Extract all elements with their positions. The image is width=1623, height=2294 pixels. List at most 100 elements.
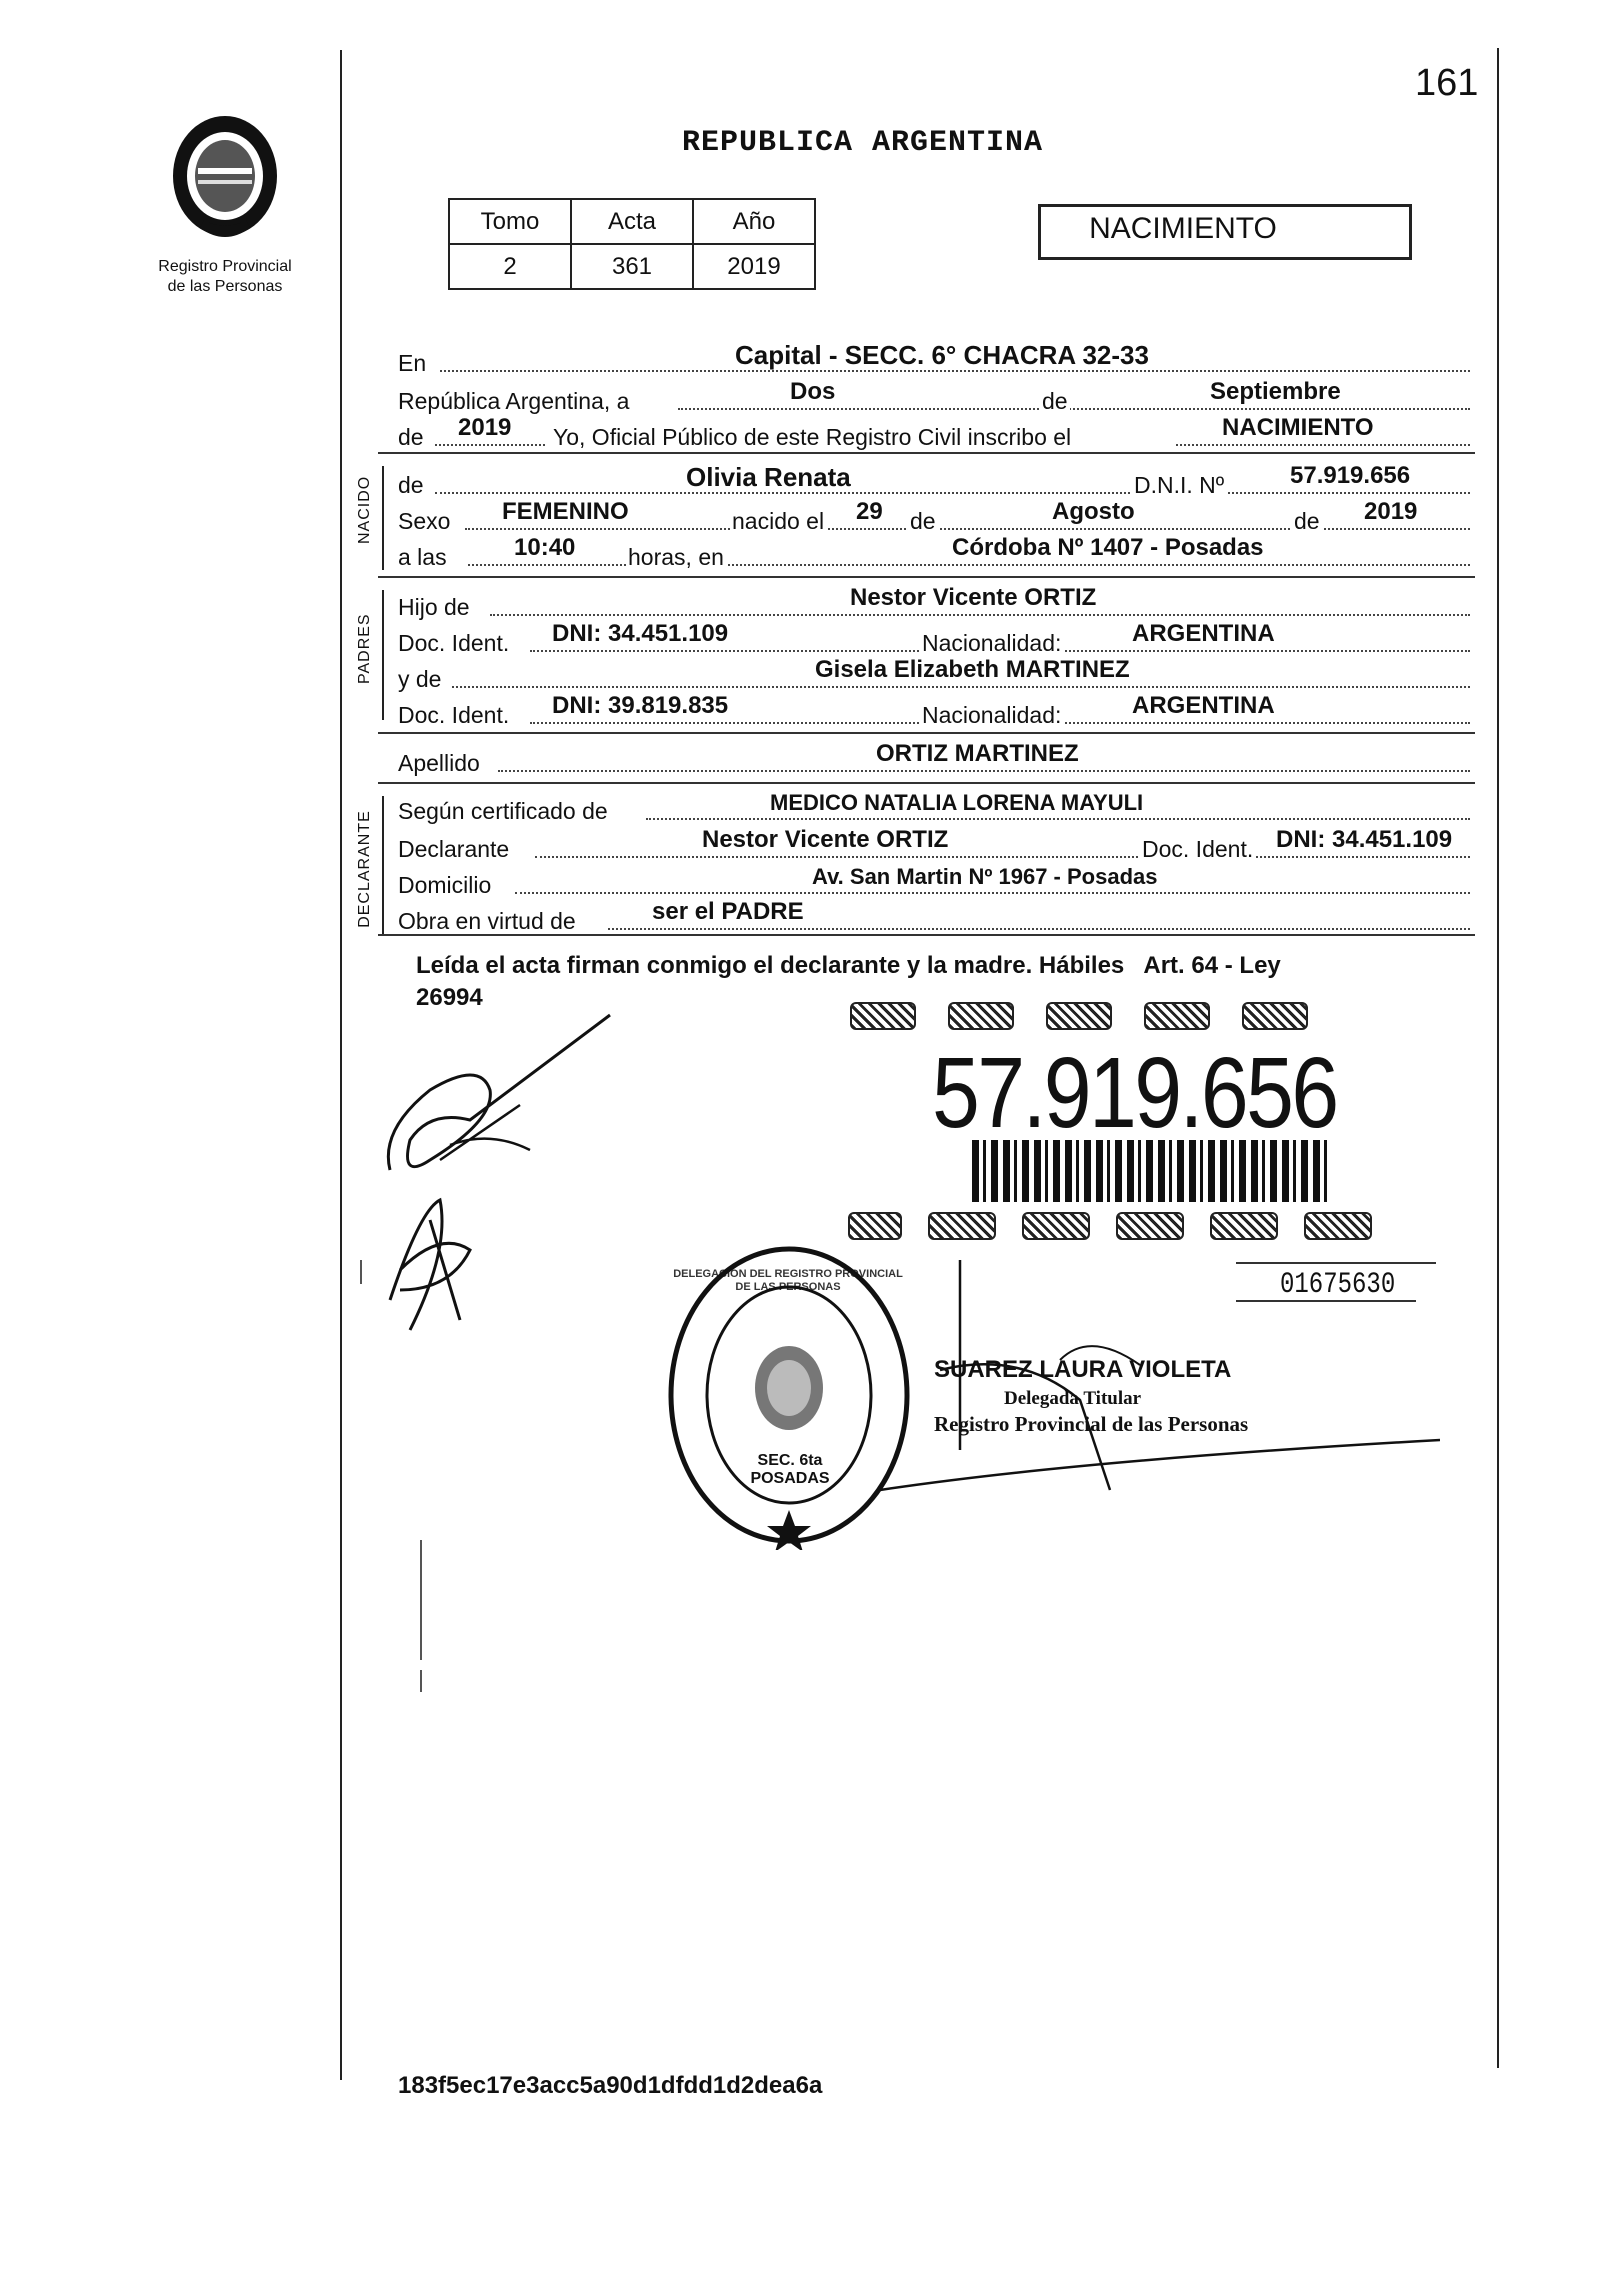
republica-label: República Argentina, a xyxy=(398,388,630,414)
nacido-bracket xyxy=(382,466,384,570)
padre-nac-value: ARGENTINA xyxy=(1132,620,1275,647)
security-stamp xyxy=(1242,1002,1308,1030)
security-stamp xyxy=(1210,1212,1278,1240)
hora-dots xyxy=(468,564,1470,566)
declarant-signature-icon xyxy=(386,1013,611,1171)
padres-bracket xyxy=(382,590,384,720)
madre-value: Gisela Elizabeth MARTINEZ xyxy=(815,656,1130,683)
seal-inner-text: SEC. 6ta POSADAS xyxy=(750,1452,830,1487)
apellido-separator xyxy=(378,782,1475,784)
oficial-text: Yo, Oficial Público de este Registro Civ… xyxy=(553,424,1072,450)
page-number: 161 xyxy=(1415,62,1479,104)
record-type-box xyxy=(1038,204,1412,260)
serial-underline xyxy=(1236,1262,1436,1264)
serial-bracket xyxy=(1236,1300,1416,1302)
hora-label: a las xyxy=(398,544,447,570)
apellido-value: ORTIZ MARTINEZ xyxy=(876,740,1079,767)
declarante-bracket xyxy=(382,796,384,936)
value-anio: 2019 xyxy=(692,243,816,290)
scan-mark xyxy=(420,1540,422,1660)
header-anio: Año xyxy=(692,198,816,245)
padres-separator xyxy=(378,732,1475,734)
closing-text-2: 26994 xyxy=(416,984,483,1011)
inscribo-value: NACIMIENTO xyxy=(1222,414,1374,441)
madre-nac-label: Nacionalidad: xyxy=(920,702,1064,729)
header-separator xyxy=(378,452,1475,454)
left-margin-line xyxy=(340,50,342,2080)
declarante-section-label: DECLARANTE xyxy=(356,810,373,928)
security-stamp xyxy=(1046,1002,1112,1030)
value-tomo: 2 xyxy=(448,243,572,290)
segun-label: Según certificado de xyxy=(398,798,608,824)
security-stamps-top xyxy=(850,1002,1308,1030)
dni-big-number: 57.919.656 xyxy=(932,1037,1339,1149)
padre-value: Nestor Vicente ORTIZ xyxy=(850,584,1097,611)
security-stamp xyxy=(848,1212,902,1240)
nacido-el-label: nacido el xyxy=(730,508,827,535)
apellido-label: Apellido xyxy=(398,750,480,776)
madre-doc-label: Doc. Ident. xyxy=(398,702,510,728)
declarante-value: Nestor Vicente ORTIZ xyxy=(702,826,949,853)
value-acta: 361 xyxy=(570,243,694,290)
official-signature-icon xyxy=(880,1260,1440,1492)
country-title: REPUBLICA ARGENTINA xyxy=(682,126,1044,160)
declarante-doc-value: DNI: 34.451.109 xyxy=(1276,826,1453,853)
barcode xyxy=(972,1140,1332,1202)
dni-label: D.N.I. Nº xyxy=(1132,472,1227,499)
obra-dots xyxy=(608,928,1470,930)
padre-nac-label: Nacionalidad: xyxy=(920,630,1064,657)
en-label: En xyxy=(398,350,427,376)
right-margin-line xyxy=(1497,48,1499,2068)
nacido-de-mes-label: de xyxy=(908,508,938,535)
security-stamp xyxy=(1116,1212,1184,1240)
scan-mark xyxy=(420,1670,422,1692)
security-stamp xyxy=(1022,1212,1090,1240)
padre-doc-value: DNI: 34.451.109 xyxy=(552,620,729,647)
security-stamp xyxy=(1144,1002,1210,1030)
nacido-anio-value: 2019 xyxy=(1364,498,1418,525)
sexo-label: Sexo xyxy=(398,508,451,534)
header-acta: Acta xyxy=(570,198,694,245)
declarante-separator xyxy=(378,934,1475,936)
security-stamp xyxy=(928,1212,996,1240)
padres-section-label: PADRES xyxy=(356,613,373,684)
declarante-label: Declarante xyxy=(398,836,510,862)
sexo-value: FEMENINO xyxy=(502,498,629,525)
closing-text-1: Leída el acta firman conmigo el declaran… xyxy=(416,952,1281,979)
domicilio-label: Domicilio xyxy=(398,872,492,898)
serial-number: 01675630 xyxy=(1280,1268,1396,1302)
seal-ring-text: DELEGACION DEL REGISTRO PROVINCIAL DE LA… xyxy=(673,1268,903,1293)
declarante-dots xyxy=(535,856,1470,858)
padre-dots xyxy=(490,614,1470,616)
nacido-mes-value: Agosto xyxy=(1052,498,1135,525)
sexo-dots xyxy=(465,528,1470,530)
dni-value: 57.919.656 xyxy=(1290,462,1411,489)
lugar-value: Córdoba Nº 1407 - Posadas xyxy=(952,534,1264,561)
record-type: NACIMIENTO xyxy=(1089,212,1277,245)
nacido-dia-value: 29 xyxy=(856,498,883,525)
header-tomo: Tomo xyxy=(448,198,572,245)
en-value: Capital - SECC. 6° CHACRA 32-33 xyxy=(735,340,1149,370)
nombre-value: Olivia Renata xyxy=(686,462,851,492)
padre-doc-label: Doc. Ident. xyxy=(398,630,510,656)
mes-value: Septiembre xyxy=(1210,378,1341,405)
scan-mark xyxy=(360,1260,362,1284)
mother-signature-icon xyxy=(388,1197,472,1331)
madre-dots xyxy=(452,686,1470,688)
logo-caption-2: de las Personas xyxy=(167,278,283,295)
apellido-dots xyxy=(498,770,1470,772)
inscribo-dots xyxy=(1176,444,1470,446)
document-hash: 183f5ec17e3acc5a90d1dfdd1d2dea6a xyxy=(398,2072,823,2099)
segun-dots xyxy=(646,818,1470,820)
record-table: Tomo Acta Año 2 361 2019 xyxy=(448,198,816,290)
obra-value: ser el PADRE xyxy=(652,898,804,925)
anio-dots xyxy=(435,444,545,446)
domicilio-value: Av. San Martin Nº 1967 - Posadas xyxy=(812,864,1158,889)
anio-value: 2019 xyxy=(458,414,512,441)
republica-de-label: de xyxy=(1040,388,1070,415)
security-stamps-bottom xyxy=(848,1212,1372,1240)
republica-dots xyxy=(678,408,1470,410)
yde-label: y de xyxy=(398,666,442,692)
nacido-separator xyxy=(378,576,1475,578)
segun-value: MEDICO NATALIA LORENA MAYULI xyxy=(770,790,1144,815)
